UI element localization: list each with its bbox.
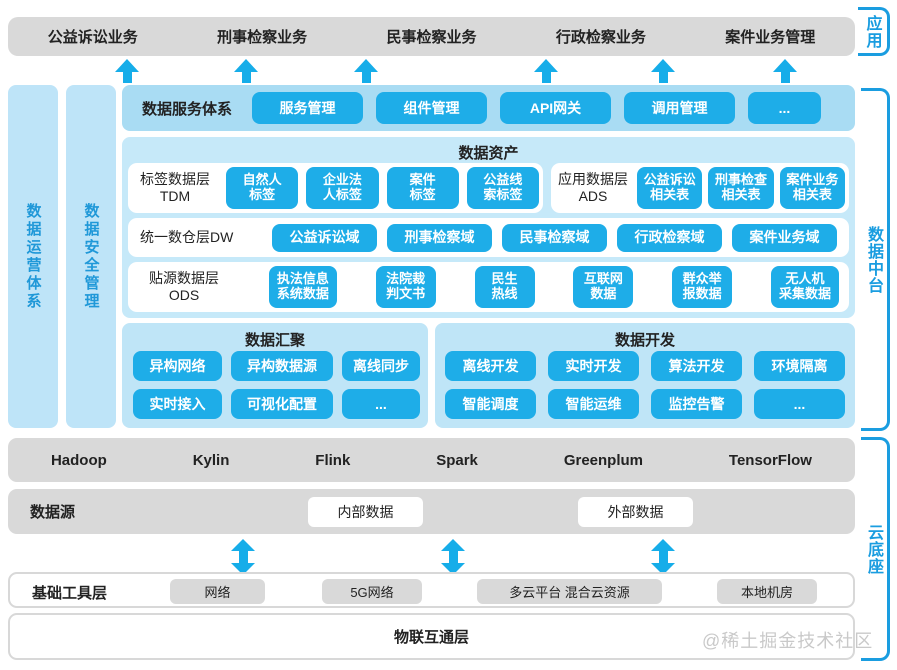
development-pill: 离线开发: [445, 351, 536, 381]
tdm-pill: 案件 标签: [386, 167, 459, 209]
data-middle-platform-bracket: 数据中台: [861, 88, 890, 431]
dw-layer-row: 统一数仓层DW 公益诉讼域 刑事检察域 民事检察域 行政检察域 案件业务域: [128, 218, 849, 257]
compute-engines-row: Hadoop Kylin Flink Spark Greenplum Tenso…: [8, 438, 855, 482]
ads-layer-label: 应用数据层 ADS: [558, 170, 628, 205]
data-aggregation-title: 数据汇聚: [244, 332, 305, 349]
up-arrow-icon: [534, 59, 558, 84]
data-security-bar: 数据安全管理: [66, 85, 116, 428]
development-pill: 智能运维: [548, 389, 639, 419]
engine-label: Spark: [436, 451, 478, 469]
aggregation-pill: 异构数据源: [231, 351, 333, 381]
tdm-layer-row: 标签数据层 TDM 自然人 标签 企业法 人标签 案件 标签 公益线 索标签: [128, 163, 543, 213]
up-arrow-icon: [354, 59, 378, 84]
data-middle-platform-label: 数据中台: [865, 225, 882, 294]
service-pill: 调用管理: [624, 92, 735, 124]
tdm-pill: 自然人 标签: [226, 167, 299, 209]
aggregation-pill: 异构网络: [133, 351, 222, 381]
tdm-pill: 企业法 人标签: [306, 167, 379, 209]
5g-network-pill: 5G网络: [322, 579, 422, 604]
application-layer-bar: 公益诉讼业务 刑事检察业务 民事检察业务 行政检察业务 案件业务管理: [8, 17, 855, 56]
ods-pill: 互联网 数据: [573, 266, 634, 308]
development-pill: 环境隔离: [754, 351, 845, 381]
iot-interconnect-label: 物联互通层: [393, 629, 469, 646]
ods-pill: 民生 热线: [474, 266, 535, 308]
app-item: 民事检察业务: [386, 29, 477, 46]
app-item: 行政检察业务: [555, 29, 646, 46]
ads-pill: 刑事检查 相关表: [708, 167, 774, 209]
engine-label: Kylin: [192, 451, 230, 469]
tdm-pill: 公益线 索标签: [466, 167, 539, 209]
engine-label: Greenplum: [563, 451, 643, 469]
ads-pill: 公益诉讼 相关表: [637, 167, 703, 209]
iot-interconnect-row: 物联互通层: [8, 613, 855, 660]
data-operations-label: 数据运营体系: [24, 202, 42, 311]
application-bracket: 应用: [858, 7, 890, 56]
data-source-label: 数据源: [30, 504, 76, 521]
development-pill-more: ...: [754, 389, 845, 419]
data-assets-title: 数据资产: [458, 145, 519, 162]
dw-pill: 行政检察域: [617, 223, 722, 252]
dw-pill: 案件业务域: [732, 223, 837, 252]
app-item: 刑事检察业务: [217, 29, 308, 46]
data-service-label: 数据服务体系: [141, 100, 232, 118]
up-arrow-icon: [651, 59, 675, 84]
engine-label: Hadoop: [50, 451, 107, 469]
dw-pill: 刑事检察域: [387, 223, 492, 252]
service-pill-more: ...: [748, 92, 821, 124]
network-pill: 网络: [170, 579, 265, 604]
ods-pill: 无人机 采集数据: [770, 266, 839, 308]
up-arrow-icon: [234, 59, 258, 84]
aggregation-pill: 可视化配置: [231, 389, 333, 419]
ods-layer-row: 贴源数据层 ODS 执法信息 系统数据 法院裁 判文书 民生 热线 互联网 数据…: [128, 262, 849, 312]
cloud-base-label: 云底座: [865, 523, 882, 575]
up-arrow-icon: [773, 59, 797, 84]
cloud-base-bracket: 云底座: [861, 437, 890, 661]
internal-data-pill: 内部数据: [308, 497, 423, 527]
data-development-title: 数据开发: [614, 332, 675, 349]
development-pill: 实时开发: [548, 351, 639, 381]
application-bracket-label: 应用: [863, 14, 881, 49]
data-development-box: 数据开发 离线开发 实时开发 算法开发 环境隔离 智能调度 智能运维 监控告警 …: [435, 323, 855, 428]
ods-layer-label: 贴源数据层 ODS: [149, 269, 219, 304]
external-data-pill: 外部数据: [578, 497, 693, 527]
watermark: @稀土掘金技术社区: [702, 631, 874, 651]
aggregation-pill-more: ...: [342, 389, 420, 419]
tdm-layer-label: 标签数据层 TDM: [140, 170, 210, 205]
data-service-row: 数据服务体系 服务管理 组件管理 API网关 调用管理 ...: [122, 85, 855, 131]
local-datacenter-pill: 本地机房: [717, 579, 817, 604]
ods-pill: 法院裁 判文书: [375, 266, 436, 308]
engine-label: TensorFlow: [728, 451, 812, 469]
data-security-label: 数据安全管理: [82, 202, 100, 311]
engine-label: Flink: [315, 451, 351, 469]
data-source-row: 数据源 内部数据 外部数据: [8, 489, 855, 534]
app-item: 案件业务管理: [725, 29, 816, 46]
double-arrow-icon: [441, 539, 465, 575]
aggregation-pill: 离线同步: [342, 351, 420, 381]
dw-layer-label: 统一数仓层DW: [140, 228, 234, 245]
service-pill: 组件管理: [376, 92, 487, 124]
ods-pill: 执法信息 系统数据: [268, 266, 337, 308]
base-tools-row: 基础工具层 网络 5G网络 多云平台 混合云资源 本地机房: [8, 572, 855, 608]
development-pill: 算法开发: [651, 351, 742, 381]
service-pill: API网关: [500, 92, 611, 124]
ads-layer-row: 应用数据层 ADS 公益诉讼 相关表 刑事检查 相关表 案件业务 相关表: [551, 163, 849, 213]
data-aggregation-box: 数据汇聚 异构网络 异构数据源 离线同步 实时接入 可视化配置 ...: [122, 323, 428, 428]
development-pill: 监控告警: [651, 389, 742, 419]
up-arrow-icon: [115, 59, 139, 84]
service-pill: 服务管理: [252, 92, 363, 124]
base-tools-label: 基础工具层: [32, 585, 108, 602]
app-item: 公益诉讼业务: [47, 29, 138, 46]
double-arrow-icon: [651, 539, 675, 575]
multicloud-pill: 多云平台 混合云资源: [477, 579, 662, 604]
ads-pill: 案件业务 相关表: [779, 167, 845, 209]
development-pill: 智能调度: [445, 389, 536, 419]
aggregation-pill: 实时接入: [133, 389, 222, 419]
data-operations-bar: 数据运营体系: [8, 85, 58, 428]
ods-pill: 群众举 报数据: [672, 266, 733, 308]
double-arrow-icon: [231, 539, 255, 575]
data-assets-box: 数据资产 标签数据层 TDM 自然人 标签 企业法 人标签 案件 标签 公益线 …: [122, 137, 855, 318]
dw-pill: 民事检察域: [502, 223, 607, 252]
dw-pill: 公益诉讼域: [272, 223, 377, 252]
